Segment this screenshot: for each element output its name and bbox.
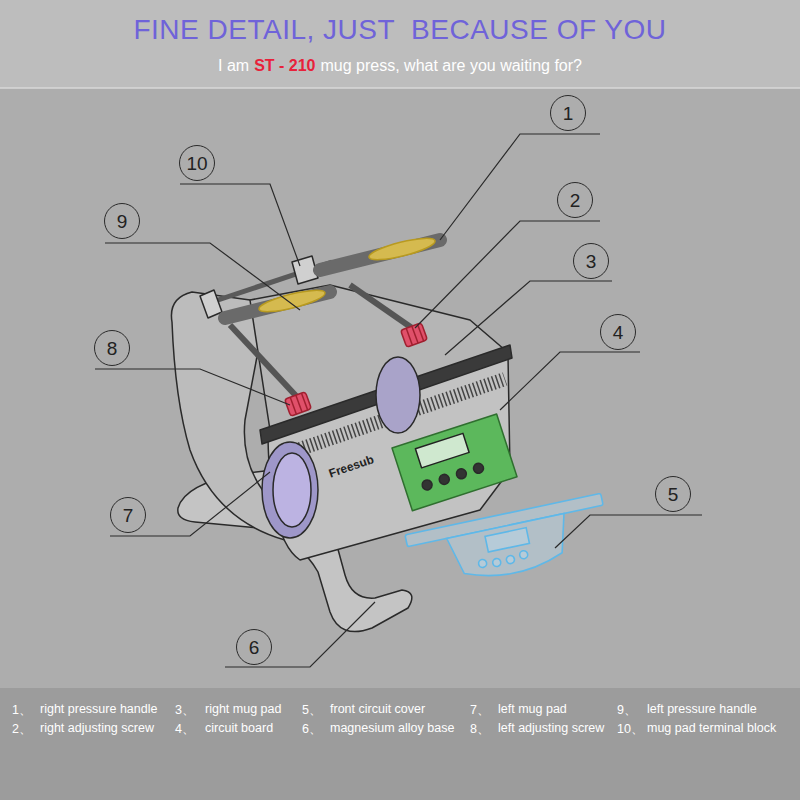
part-name: right adjusting screw <box>40 721 154 735</box>
part-name: left mug pad <box>498 702 567 716</box>
callout-number: 7 <box>123 506 134 525</box>
leader-lines <box>95 134 702 667</box>
part-name: right mug pad <box>205 702 281 716</box>
subtitle-text: I am <box>218 57 249 75</box>
left-mug-pad <box>262 442 318 538</box>
left-mug-pad-inner <box>273 453 311 527</box>
callout-circle: 10 <box>179 145 215 181</box>
main-ground <box>0 89 800 688</box>
part-number: 10、 <box>617 721 644 738</box>
left-handle-grip <box>257 286 326 316</box>
part-number: 2、 <box>12 721 32 738</box>
callout-number: 9 <box>117 212 128 231</box>
part-number: 1、 <box>12 702 32 719</box>
part-name: right pressure handle <box>40 702 157 716</box>
circuit-board <box>392 414 517 511</box>
callout-number: 5 <box>668 485 679 504</box>
part-number: 7、 <box>470 702 490 719</box>
right-mug-pad <box>376 357 420 433</box>
callout-circle: 5 <box>655 476 691 512</box>
left-bracket <box>200 290 222 318</box>
callout-circle: 6 <box>236 629 272 665</box>
part-name: left adjusting screw <box>498 721 604 735</box>
part-name: magnesium alloy base <box>330 721 454 735</box>
part-number: 6、 <box>302 721 322 738</box>
callout-circle: 4 <box>600 314 636 350</box>
callout-number: 3 <box>586 252 597 271</box>
right-rod <box>350 285 412 328</box>
front-cover <box>405 493 613 593</box>
callout-circle: 8 <box>94 330 130 366</box>
subtitle-text: mug press, what are you waiting for? <box>321 57 582 75</box>
right-screw <box>401 323 428 347</box>
callout-number: 8 <box>107 339 118 358</box>
callout-circle: 2 <box>557 182 593 218</box>
title-text: FINE DETAIL, JUST BECAUSE OF YOU <box>0 14 800 46</box>
callout-number: 6 <box>249 638 260 657</box>
right-handle-grip <box>367 234 436 264</box>
callout-number: 4 <box>613 323 624 342</box>
subtitle-line: I am ST - 210 mug press, what are you wait… <box>0 57 800 75</box>
legend-band <box>0 688 800 800</box>
part-name: mug pad terminal block <box>647 721 776 735</box>
part-number: 5、 <box>302 702 322 719</box>
part-number: 3、 <box>175 702 195 719</box>
left-rod <box>230 325 298 398</box>
callout-circle: 3 <box>573 243 609 279</box>
callout-circle: 9 <box>104 203 140 239</box>
callout-number: 2 <box>570 191 581 210</box>
header-rule <box>0 87 800 89</box>
part-number: 9、 <box>617 702 637 719</box>
part-number: 4、 <box>175 721 195 738</box>
callout-circle: 7 <box>110 497 146 533</box>
part-number: 8、 <box>470 721 490 738</box>
callout-number: 10 <box>186 154 207 173</box>
part-name: front circuit cover <box>330 702 425 716</box>
model-name: ST - 210 <box>254 57 315 75</box>
callout-number: 1 <box>563 104 574 123</box>
part-name: circuit board <box>205 721 273 735</box>
callout-circle: 1 <box>550 95 586 131</box>
header-band <box>0 0 800 88</box>
part-name: left pressure handle <box>647 702 757 716</box>
